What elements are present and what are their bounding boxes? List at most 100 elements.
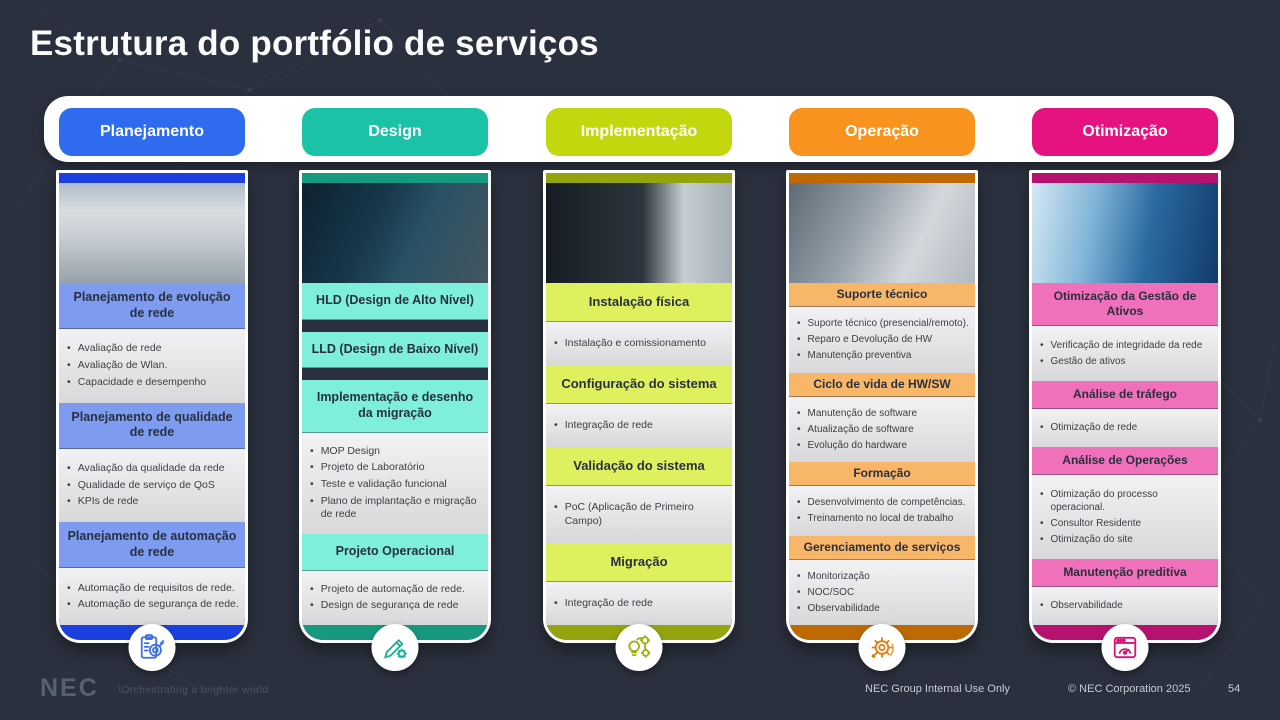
bullet-item: •Design de segurança de rede [310, 599, 459, 612]
section-header: Planejamento de evolução de rede [59, 283, 245, 330]
gears-sketch-photo [789, 183, 975, 283]
bullet-list: •Otimização do processo operacional. •Con… [1032, 475, 1218, 559]
bullet-item: •Avaliação da qualidade da rede [67, 461, 225, 474]
bullet-item: •Projeto de automação de rede. [310, 582, 465, 595]
bullet-item: •Atualização de software [797, 423, 914, 435]
nec-logo: NEC [40, 674, 99, 702]
gear-icon [858, 624, 906, 671]
bullet-item: •Gestão de ativos [1040, 355, 1126, 367]
page-number: 54 [1228, 683, 1241, 695]
top-strip-implementacao [546, 173, 732, 183]
page-title: Estrutura do portfólio de serviços [30, 24, 599, 63]
bullet-list: •Integração de rede [546, 404, 732, 448]
engineer-screens-photo [302, 183, 488, 283]
section-header: Migração [546, 542, 732, 583]
section-header: Validação do sistema [546, 447, 732, 487]
bullet-item: •Evolução do hardware [797, 439, 908, 451]
server-room-photo [546, 183, 732, 283]
bullet-item: •Automação de requisitos de rede. [67, 581, 235, 594]
bullet-item: •Avaliação de Wlan. [67, 359, 168, 372]
section-header: Otimização da Gestão de Ativos [1032, 283, 1218, 326]
bullet-item: •Observabilidade [797, 602, 880, 614]
column-card-operacao: Suporte técnico•Suporte técnico (presenc… [786, 170, 978, 643]
copyright-label: © NEC Corporation 2025 [1068, 683, 1191, 695]
bullet-item: •Consultor Residente [1040, 517, 1142, 529]
bullet-item: •Projeto de Laboratório [310, 461, 425, 474]
bullet-item: •Desenvolvimento de competências. [797, 497, 966, 509]
bullet-item: •Suporte técnico (presencial/remoto). [797, 318, 969, 330]
bullet-list: •Manutenção de software •Atualização de s… [789, 396, 975, 462]
bullet-list: •Verificação de integridade da rede•Gest… [1032, 326, 1218, 381]
sections-implementacao: Instalação física•Instalação e comission… [546, 283, 732, 626]
bullet-list: •Avaliação de rede •Avaliação de Wlan. •Ca… [59, 329, 245, 403]
bullet-item: •Qualidade de serviço de QoS [67, 478, 215, 491]
section-gap [302, 368, 488, 381]
column-operacao: Suporte técnico•Suporte técnico (presenc… [786, 170, 978, 671]
column-card-design: HLD (Design de Alto Nível) LLD (Design de… [299, 170, 491, 643]
design-tools-icon [371, 624, 419, 671]
section-header: Manutenção preditiva [1032, 558, 1218, 587]
sections-planejamento: Planejamento de evolução de rede•Avaliaç… [59, 283, 245, 625]
column-design: HLD (Design de Alto Nível) LLD (Design de… [299, 170, 491, 671]
bullet-list: •Instalação e comissionamento [546, 322, 732, 366]
bullet-item: •Capacidade e desempenho [67, 375, 207, 388]
bullet-list: •Otimização de rede [1032, 408, 1218, 447]
digital-face-photo [1032, 183, 1218, 283]
bullet-item: •Integração de rede [554, 596, 653, 609]
section-header: Análise de Operações [1032, 447, 1218, 475]
column-card-otimizacao: Otimização da Gestão de Ativos•Verificaç… [1029, 170, 1221, 643]
bullet-item: •Manutenção preventiva [797, 350, 912, 362]
bullet-item: •PoC (Aplicação de Primeiro Campo) [554, 501, 694, 527]
section-header: Formação [789, 462, 975, 486]
brand-tagline: \Orchestrating a brighter world [118, 684, 269, 696]
top-strip-design [302, 173, 488, 183]
bullet-item: •Monitorização [797, 570, 870, 582]
stage-pill-design: Design [302, 108, 488, 156]
bullet-item: •Observabilidade [1040, 600, 1123, 612]
sections-operacao: Suporte técnico•Suporte técnico (presenc… [789, 283, 975, 625]
top-strip-planejamento [59, 173, 245, 183]
section-header: Planejamento de qualidade de rede [59, 402, 245, 449]
bullet-list: •Integração de rede [546, 582, 732, 626]
section-header: Análise de tráfego [1032, 380, 1218, 409]
column-card-planejamento: Planejamento de evolução de rede•Avaliaç… [56, 170, 248, 643]
bullet-item: •Otimização de rede [1040, 422, 1138, 434]
column-implementacao: Instalação física•Instalação e comission… [543, 170, 735, 671]
sections-design: HLD (Design de Alto Nível) LLD (Design de… [302, 283, 488, 626]
team-planning-photo [59, 183, 245, 283]
stage-pill-implementacao: Implementação [546, 108, 732, 156]
bullet-list: •MOP Design •Projeto de Laboratório •Teste… [302, 432, 488, 534]
section-gap [302, 319, 488, 332]
bullet-item: •Teste e validação funcional [310, 477, 447, 490]
section-header: LLD (Design de Baixo Nível) [302, 331, 488, 369]
section-header: HLD (Design de Alto Nível) [302, 283, 488, 320]
bullet-item: •Plano de implantação e migração de rede [310, 494, 477, 521]
bullet-item: •Integração de rede [554, 418, 653, 431]
sections-otimizacao: Otimização da Gestão de Ativos•Verificaç… [1032, 283, 1218, 625]
section-header: Gerenciamento de serviços [789, 535, 975, 560]
bullet-item: •Otimização do processo operacional. [1040, 488, 1158, 513]
idea-gears-icon [615, 624, 663, 671]
bullet-item: •Reparo e Devolução de HW [797, 334, 933, 346]
column-otimizacao: Otimização da Gestão de Ativos•Verificaç… [1029, 170, 1221, 671]
section-header: Implementação e desenho da migração [302, 380, 488, 433]
bullet-item: •MOP Design [310, 444, 381, 457]
section-header: Instalação física [546, 283, 732, 323]
column-card-implementacao: Instalação física•Instalação e comission… [543, 170, 735, 643]
bullet-item: •Avaliação de rede [67, 342, 162, 355]
section-header: Ciclo de vida de HW/SW [789, 372, 975, 397]
bullet-item: •NOC/SOC [797, 586, 855, 598]
bullet-list: •Projeto de automação de rede. •Design de… [302, 570, 488, 626]
bullet-list: •Monitorização •NOC/SOC •Observabilidade [789, 559, 975, 625]
bullet-item: •Treinamento no local de trabalho [797, 513, 954, 525]
bullet-list: •Automação de requisitos de rede.•Automa… [59, 568, 245, 625]
clipboard-target-icon [128, 624, 176, 671]
section-header: Planejamento de automação de rede [59, 522, 245, 569]
bullet-item: •Manutenção de software [797, 407, 918, 419]
bullet-list: •Avaliação da qualidade da rede •Qualidad… [59, 448, 245, 523]
top-strip-operacao [789, 173, 975, 183]
bullet-list: •Desenvolvimento de competências. •Treina… [789, 486, 975, 536]
bullet-item: •KPIs de rede [67, 495, 139, 508]
stage-pill-operacao: Operação [789, 108, 975, 156]
